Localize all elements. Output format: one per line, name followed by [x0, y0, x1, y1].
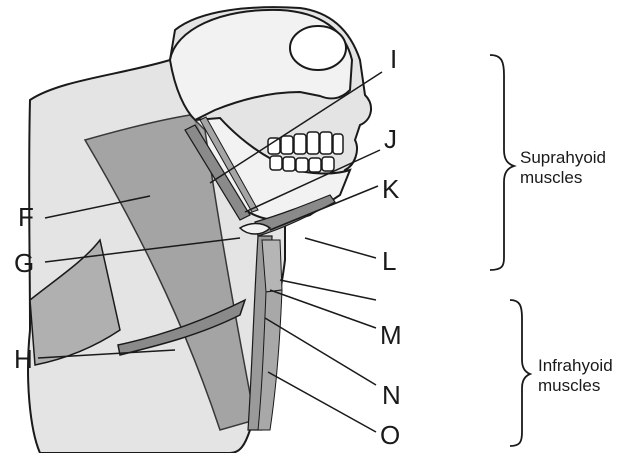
label-F: F [18, 204, 34, 230]
infrahyoid-line1: Infrahyoid [538, 356, 613, 376]
label-K: K [382, 176, 399, 202]
infrahyoid-bracket [510, 300, 530, 446]
thyrohyoid [262, 240, 282, 292]
label-N: N [382, 382, 401, 408]
label-I: I [390, 46, 397, 72]
label-H: H [14, 346, 33, 372]
label-J: J [384, 126, 397, 152]
label-G: G [14, 250, 34, 276]
label-M: M [380, 322, 402, 348]
leader-M2 [270, 290, 376, 328]
label-O: O [380, 422, 400, 448]
label-L: L [382, 248, 396, 274]
suprahyoid-bracket [490, 55, 514, 270]
leader-L [305, 238, 376, 258]
suprahyoid-line2: muscles [520, 168, 606, 188]
orbit [290, 26, 346, 70]
leader-M1 [280, 280, 376, 300]
infrahyoid-group-label: Infrahyoid muscles [538, 356, 613, 397]
suprahyoid-line1: Suprahyoid [520, 148, 606, 168]
leader-N [265, 318, 376, 385]
infrahyoid-line2: muscles [538, 376, 613, 396]
leader-O [268, 372, 376, 432]
suprahyoid-group-label: Suprahyoid muscles [520, 148, 606, 189]
